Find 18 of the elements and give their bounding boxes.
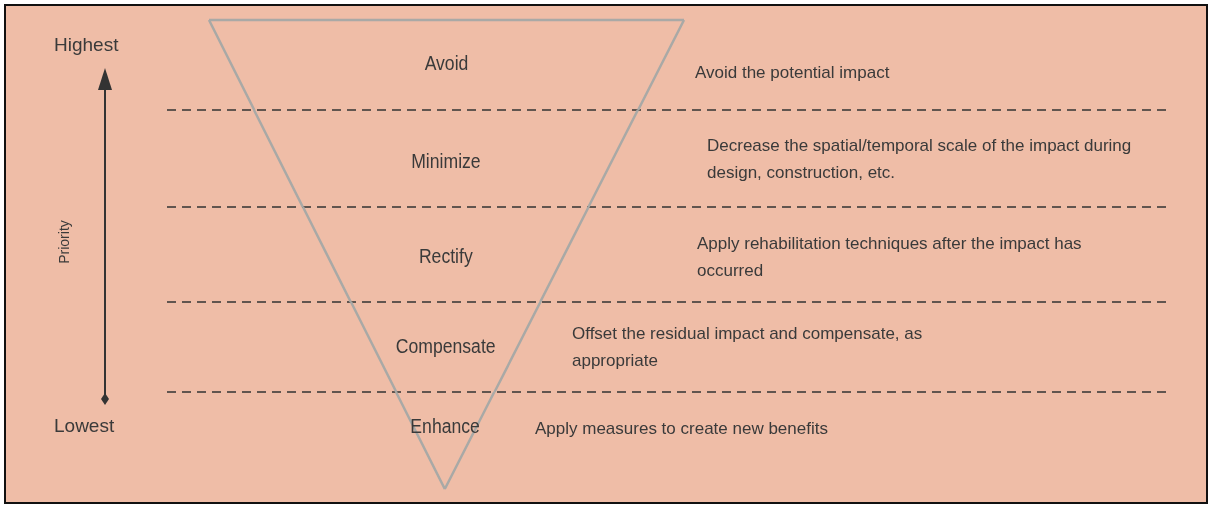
scale-label: Highest	[54, 34, 119, 56]
description-text: Offset the residual impact and compensate, as appropriate	[572, 323, 924, 372]
description-text: Avoid the potential impact	[695, 62, 891, 84]
level-name: Rectify	[418, 245, 474, 268]
description-text: Apply rehabilitation techniques after the impact has occurred	[697, 233, 1083, 282]
triangle-band	[303, 207, 589, 302]
description-text: Apply measures to create new benefits	[535, 418, 829, 440]
triangle-band	[350, 302, 541, 392]
description-text: Decrease the spatial/temporal scale of the impact during design, construction, etc.	[707, 135, 1133, 184]
level-name: Enhance	[409, 415, 482, 438]
level-name: Compensate	[394, 335, 497, 358]
triangle-band	[254, 110, 639, 207]
triangle-band	[396, 392, 495, 489]
axis-label: Priority	[56, 220, 72, 264]
scale-label: Lowest	[54, 415, 115, 437]
triangle-band	[209, 20, 684, 110]
level-name: Minimize	[410, 150, 482, 173]
level-name: Avoid	[423, 52, 470, 75]
